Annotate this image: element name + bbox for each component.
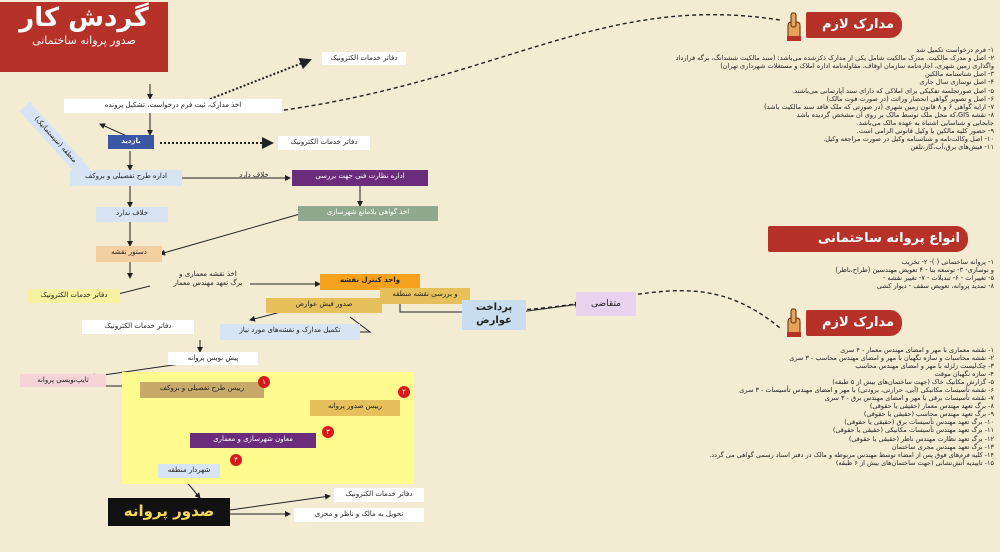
- step-number-1: ۱: [258, 376, 270, 388]
- list-item: ۱۱- فیش‌های برق،آب،گاز،تلفن: [910, 143, 994, 152]
- pointing-hand-icon: [782, 12, 804, 42]
- no-violation-label: خلاف ندارد: [96, 207, 168, 222]
- step-number-4: ۴: [230, 454, 242, 466]
- list-item: ۱۲- برگ تعهد نظارت مهندس ناظر (حقیقی یا …: [848, 434, 994, 443]
- violation-label: خلاف دارد: [239, 171, 269, 179]
- list-item: ۸- برگ تعهد مهندس معمار (حقیقی یا حقوقی): [869, 402, 994, 411]
- list-item: ۲- نقشه محاسبات و سازه نگهبان با مهر و ا…: [789, 354, 994, 363]
- list-item: ۷- نقشه تأسیسات برقی با مهر و امضای مهند…: [824, 394, 994, 403]
- complete-documents-step: تکمیل مدارک و نقشه‌های مورد نیاز: [220, 324, 360, 340]
- list-item: ۸- تمدید پروانه، تعویض سقف - دیوار کشی: [876, 282, 994, 291]
- list-item: جابجایی و شناسایی اشتباه به عهده مالک می…: [856, 118, 994, 127]
- list-item: ۶- اصل و تصویر گواهی انحصار وراثت (در صو…: [826, 94, 994, 103]
- e-services-office-2: دفاتر خدمات الکترونیک: [278, 136, 370, 150]
- regional-review-step: و بررسی نقشه منطقه: [380, 288, 470, 304]
- list-item: ۵- تغییرات - ۶- تبدیلات - ۷- تغییر نقشه …: [883, 274, 994, 283]
- list-item: ۷- ارایه گواهی ۶ و ۸ قانون زمین شهری (در…: [764, 102, 994, 111]
- list-item: ۱۴- کلیه فرم‌های فوق پس از امضاء توسط مه…: [709, 450, 994, 459]
- required-docs-list-1: ۱- فرم درخواست تکمیل شد ۲- اصل و مدرک ما…: [676, 46, 994, 151]
- workflow-title: گردش کار صدور پروانه ساختمانی: [0, 2, 168, 72]
- list-item: ۱۵- تاییدیه آتش‌نشانی (جهت ساختمان‌های ب…: [835, 458, 994, 467]
- list-item: ۶- نقشه تأسیسات مکانیکی (آبی، حرارتی، بر…: [739, 386, 994, 395]
- list-item: ۱۰- برگ تعهد مهندس تأسیسات برق (حقیقی یا…: [844, 418, 994, 427]
- list-item: ۲- اصل و مدرک مالکیت. مدرک مالکیت شامل ی…: [675, 54, 994, 63]
- pay-fees-step: پرداخت عوارض: [462, 300, 526, 330]
- list-item: ۱۳- برگ تعهد مهندس مجری ساختمان: [891, 442, 994, 451]
- required-docs-header-2: مدارک لازم: [806, 310, 902, 336]
- fee-invoice-step: صدور فیش عوارض: [266, 298, 382, 313]
- e-services-office-3: دفاتر خدمات الکترونیک: [28, 289, 120, 303]
- inspection-step: بازدید: [108, 135, 154, 149]
- list-item: ۸- نقشه GIS،که محل ملک توسط مالک بر روی …: [796, 110, 994, 119]
- map-instruction-step: دستور نقشه: [96, 246, 162, 262]
- architect-map-label: اخذ نقشه معماری و: [179, 270, 237, 278]
- applicant-box: متقاضی: [576, 292, 636, 316]
- list-item: ۱- نقشه معماری با مهر و امضای مهندس معما…: [840, 346, 994, 354]
- list-item: ۳- چک‌لیست زلزله با مهر و امضای مهندس مح…: [855, 362, 994, 371]
- pointing-hand-icon: [782, 308, 804, 338]
- step-number-2: ۲: [398, 386, 410, 398]
- list-item: ۴- اصل نوسازی سال جاری: [919, 78, 994, 87]
- title-subtitle: صدور پروانه ساختمانی: [32, 34, 136, 47]
- permit-types-header: انواع پروانه ساختمانی: [768, 226, 968, 252]
- approval-step-3: معاون شهرسازی و معماری: [190, 433, 316, 448]
- title-main: گردش کار: [19, 3, 149, 33]
- approval-step-2: رییس صدور پروانه: [310, 400, 400, 416]
- architect-documents-step: اخذ نقشه معماری و برگ تعهد مهندس معمار: [160, 268, 256, 292]
- approval-step-4: شهردار منطقه: [158, 464, 220, 478]
- e-services-office-1: دفاتر خدمات الکترونیک: [322, 52, 406, 65]
- list-item: ۱- فرم درخواست تکمیل شد: [916, 46, 994, 54]
- issue-permit-step: صدور پروانه: [108, 498, 230, 526]
- list-item: واگذاری زمین شهری، اجاره‌نامه سازمان اوق…: [720, 62, 994, 71]
- list-item: ۱- پروانه ساختمانی ( )- ۲- تخریب: [901, 258, 994, 266]
- permit-types-list: ۱- پروانه ساختمانی ( )- ۲- تخریب و نوساز…: [835, 258, 994, 290]
- required-docs-header-1: مدارک لازم: [806, 12, 902, 38]
- typing-permit-step: تایپ‌نویسی پروانه: [20, 374, 106, 387]
- deliver-to-owner-step: تحویل به مالک و ناظر و مجری: [294, 508, 424, 522]
- approval-step-1: رییس طرح تفصیلی و بروکف: [140, 382, 264, 398]
- draft-permit-step: پیش نویس پروانه: [168, 352, 258, 365]
- list-item: و نوسازی- ۳- توسعه بنا - ۴ تعویض مهندسین…: [835, 266, 994, 275]
- list-item: ۵- گزارش مکانیک خاک (جهت ساختمان‌های بیش…: [832, 378, 994, 387]
- list-item: ۹- برگ تعهد مهندس محاسب (حقیقی یا حقوقی): [863, 410, 994, 419]
- receive-documents-step: اخذ مدارک، ثبت فرم درخواست، تشکیل پرونده: [64, 99, 282, 113]
- detailed-plan-office: اداره طرح تفصیلی و بروکف: [70, 170, 182, 186]
- technical-supervision-office: اداره نظارت فنی جهت بررسی: [292, 170, 428, 186]
- list-item: ۵- اصل صورتجلسه تفکیکی برای املاکی که دا…: [792, 86, 994, 95]
- list-item: ۱۰- اصل وکالت‌نامه و شناسنامه وکیل در صو…: [823, 135, 994, 144]
- list-item: ۹- حضور کلیه مالکین یا وکیل قانونی الزام…: [856, 127, 994, 136]
- list-item: ۴- سازه نگهبان موقت: [934, 370, 994, 379]
- e-services-office-4: دفاتر خدمات الکترونیک: [82, 320, 194, 334]
- pay-fees-label-1: پرداخت: [475, 302, 513, 313]
- architect-commitment-label: برگ تعهد مهندس معمار: [173, 278, 243, 287]
- list-item: ۱۱- برگ تعهد مهندس تأسیسات مکانیکی (حقیق…: [832, 426, 994, 435]
- pay-fees-label-2: عوارض: [476, 314, 512, 326]
- step-number-3: ۳: [322, 426, 334, 438]
- urban-planning-certificate: اخذ گواهی بلامانع شهرسازی: [298, 206, 438, 221]
- map-control-unit: واحد کنترل نقشه: [320, 274, 420, 290]
- list-item: ۳- اصل شناسنامه مالکین: [925, 70, 994, 79]
- e-services-office-5: دفاتر خدمات الکترونیک: [334, 488, 424, 502]
- required-docs-list-2: ۱- نقشه معماری با مهر و امضای مهندس معما…: [709, 346, 994, 467]
